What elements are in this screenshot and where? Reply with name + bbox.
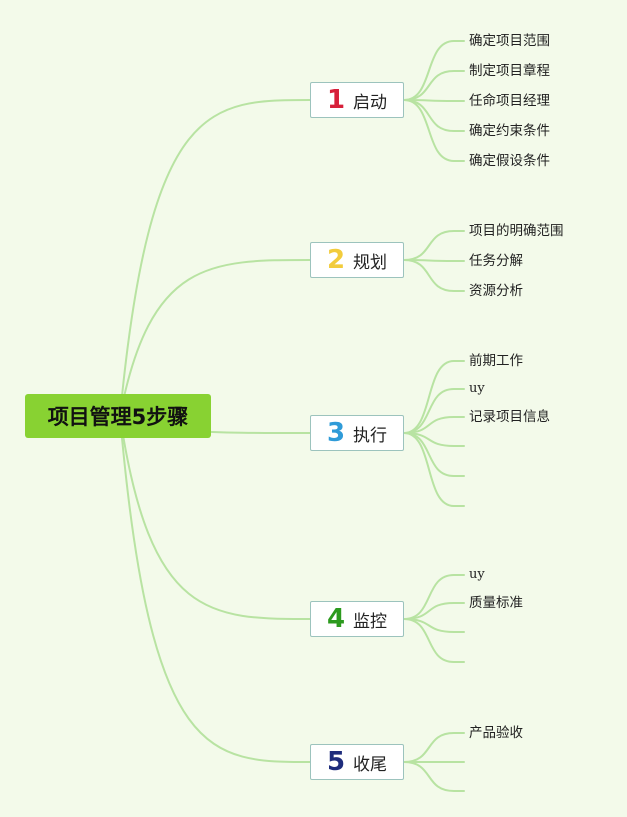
subtopic[interactable]: 记录项目信息 bbox=[469, 409, 550, 425]
subtopic[interactable]: 产品验收 bbox=[469, 725, 523, 741]
leaf-line bbox=[403, 40, 465, 101]
subtopic[interactable]: 项目的明确范围 bbox=[469, 223, 564, 239]
step-node-1[interactable]: 1 启动 bbox=[310, 82, 404, 118]
subtopic[interactable]: 确定项目范围 bbox=[469, 33, 550, 49]
step-label: 启动 bbox=[353, 92, 388, 113]
subtopic[interactable]: 前期工作 bbox=[469, 353, 523, 369]
leaf-line bbox=[403, 432, 465, 507]
subtopic[interactable]: 确定约束条件 bbox=[469, 123, 550, 139]
root-topic[interactable]: 项目管理5步骤 bbox=[25, 394, 211, 438]
leaf-line bbox=[403, 99, 465, 132]
step-number: 4 bbox=[326, 604, 346, 634]
leaf-line bbox=[403, 70, 465, 101]
leaf-line bbox=[403, 574, 465, 620]
step-number: 5 bbox=[326, 747, 346, 777]
step-node-2[interactable]: 2 规划 bbox=[310, 242, 404, 278]
branch-line bbox=[119, 259, 311, 417]
step-node-5[interactable]: 5 收尾 bbox=[310, 744, 404, 780]
leaf-line bbox=[403, 259, 465, 262]
leaf-line bbox=[403, 732, 465, 763]
branch-line bbox=[119, 99, 311, 417]
subtopic[interactable]: uy bbox=[469, 567, 485, 582]
subtopic[interactable]: 资源分析 bbox=[469, 283, 523, 299]
step-number: 1 bbox=[326, 85, 346, 115]
branch-line bbox=[119, 415, 311, 620]
step-label: 规划 bbox=[353, 252, 388, 273]
step-number: 2 bbox=[326, 245, 346, 275]
leaf-line bbox=[403, 99, 465, 102]
step-label: 收尾 bbox=[353, 754, 388, 775]
subtopic[interactable]: 质量标准 bbox=[469, 595, 523, 611]
leaf-line bbox=[403, 360, 465, 434]
leaf-line bbox=[403, 432, 465, 477]
step-node-4[interactable]: 4 监控 bbox=[310, 601, 404, 637]
subtopic[interactable]: 任命项目经理 bbox=[469, 93, 550, 109]
subtopic[interactable]: 任务分解 bbox=[469, 253, 523, 269]
step-node-3[interactable]: 3 执行 bbox=[310, 415, 404, 451]
step-label: 执行 bbox=[353, 425, 388, 446]
subtopic[interactable]: 确定假设条件 bbox=[469, 153, 550, 169]
leaf-line bbox=[403, 388, 465, 434]
leaf-line bbox=[403, 618, 465, 663]
leaf-line bbox=[403, 761, 465, 792]
branch-line bbox=[119, 415, 311, 763]
leaf-line bbox=[403, 99, 465, 162]
subtopic[interactable]: 制定项目章程 bbox=[469, 63, 550, 79]
root-title: 项目管理5步骤 bbox=[47, 405, 189, 429]
subtopic[interactable]: uy bbox=[469, 381, 485, 396]
step-label: 监控 bbox=[353, 611, 388, 632]
leaf-line bbox=[403, 230, 465, 261]
step-number: 3 bbox=[326, 418, 346, 448]
leaf-line bbox=[403, 259, 465, 292]
